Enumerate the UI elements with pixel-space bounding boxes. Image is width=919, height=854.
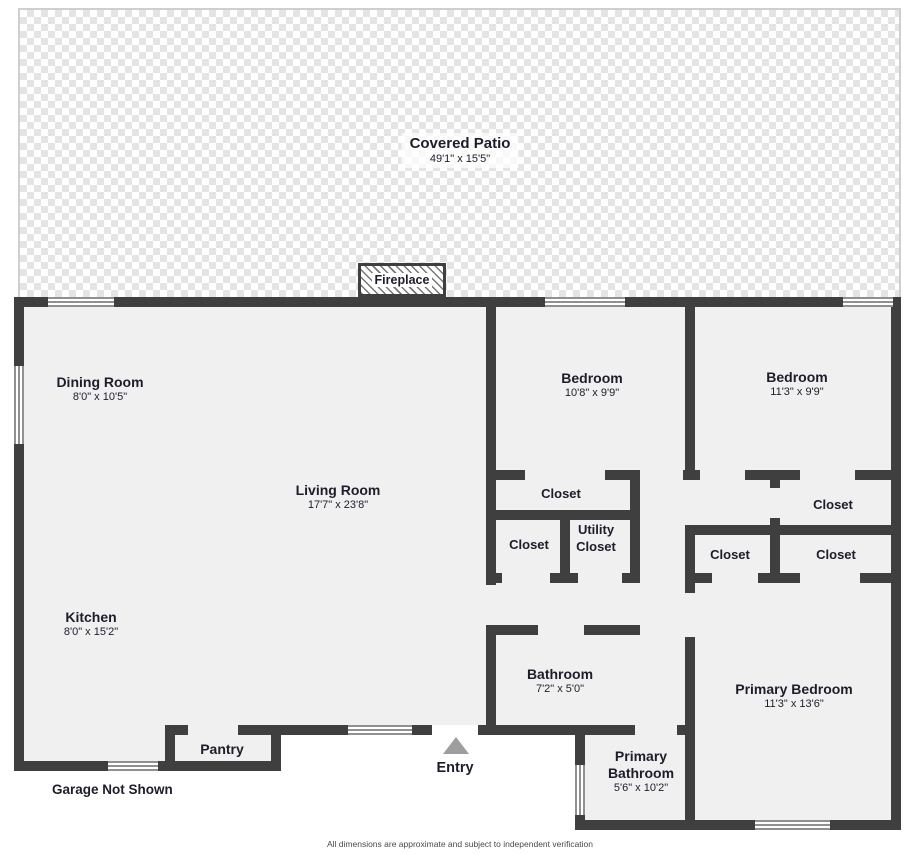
entry-label: Entry: [436, 760, 474, 776]
room-label-bedroom-2: Bedroom 11'3" x 9'9": [766, 369, 827, 399]
wall-segment: [560, 510, 570, 583]
room-label-primary-bathroom: Primary Bathroom 5'6" x 10'2": [601, 748, 681, 795]
entry-arrow-icon: [443, 737, 469, 754]
window: [14, 366, 24, 444]
room-name: Primary Bathroom: [607, 748, 675, 781]
wall-segment: [271, 725, 281, 771]
wall-segment: [630, 470, 640, 583]
wall-segment: [685, 573, 901, 583]
fireplace: Fireplace: [358, 263, 446, 297]
window: [843, 297, 893, 307]
room-dims: 5'6" x 10'2": [613, 782, 669, 794]
room-label-kitchen: Kitchen 8'0" x 15'2": [64, 609, 118, 639]
wall-segment: [685, 297, 695, 480]
wall-segment: [891, 297, 901, 830]
floor-fill: [14, 297, 496, 735]
door-opening: [800, 470, 855, 480]
room-label-bathroom: Bathroom 7'2" x 5'0": [527, 666, 593, 696]
door-opening: [486, 585, 496, 625]
window: [48, 297, 114, 307]
floor-fill: [685, 573, 901, 830]
window: [575, 765, 585, 815]
room-name: Bedroom: [766, 369, 828, 385]
room-label-living-room: Living Room 17'7" x 23'8": [296, 482, 381, 512]
room-name: Primary Bedroom: [735, 681, 853, 697]
wall-segment: [165, 725, 175, 771]
wall-segment: [14, 297, 24, 771]
room-dims: 7'2" x 5'0": [535, 682, 585, 695]
room-name: Covered Patio: [409, 135, 511, 152]
door-opening: [685, 593, 695, 637]
door-opening: [538, 625, 584, 635]
room-dims: 8'0" x 10'5": [72, 390, 128, 403]
window: [545, 297, 625, 307]
window: [348, 725, 412, 735]
room-label-primary-bedroom: Primary Bedroom 11'3" x 13'6": [735, 681, 852, 711]
wall-segment: [271, 725, 695, 735]
room-label-covered-patio: Covered Patio 49'1" x 15'5": [401, 133, 519, 169]
door-opening: [188, 725, 238, 735]
wall-segment: [14, 297, 901, 307]
room-label-utility-closet: Utility Closet: [576, 522, 616, 554]
door-opening: [712, 573, 758, 583]
room-label-closet-hall: Closet: [509, 537, 549, 552]
wall-segment: [486, 470, 901, 480]
wall-segment: [685, 525, 901, 535]
fireplace-label: Fireplace: [371, 273, 433, 287]
room-label-closet-primary-right: Closet: [816, 547, 856, 562]
door-opening: [700, 470, 745, 480]
room-label-closet-bedroom2: Closet: [813, 497, 853, 512]
room-label-dining-room: Dining Room 8'0" x 10'5": [56, 374, 143, 404]
garage-note: Garage Not Shown: [52, 782, 173, 797]
floor-fill: [486, 583, 695, 735]
room-name: Dining Room: [56, 374, 144, 390]
wall-segment: [685, 525, 695, 830]
room-name: Living Room: [295, 482, 381, 498]
room-name: Bedroom: [561, 370, 623, 386]
room-dims: 49'1" x 15'5": [429, 153, 491, 165]
door-opening: [640, 470, 683, 480]
room-label-pantry: Pantry: [200, 741, 244, 757]
floor-fill: [575, 725, 695, 830]
door-opening: [635, 725, 677, 735]
room-label-bedroom-1: Bedroom 10'8" x 9'9": [561, 370, 622, 400]
wall-segment: [486, 510, 640, 520]
room-dims: 17'7" x 23'8": [307, 498, 369, 511]
room-dims: 11'3" x 13'6": [764, 697, 824, 710]
room-dims: 8'0" x 15'2": [63, 625, 119, 638]
door-opening: [578, 573, 622, 583]
door-opening: [502, 573, 550, 583]
disclaimer-text: All dimensions are approximate and subje…: [326, 839, 594, 849]
door-opening: [525, 470, 605, 480]
window: [755, 820, 830, 830]
door-opening: [770, 488, 780, 518]
room-name: Kitchen: [65, 609, 117, 625]
window: [108, 761, 158, 771]
wall-segment: [486, 573, 640, 583]
room-label-closet-primary-left: Closet: [710, 547, 750, 562]
room-dims: 11'3" x 9'9": [770, 385, 824, 398]
room-dims: 10'8" x 9'9": [564, 386, 620, 399]
room-label-closet-bedroom1: Closet: [541, 486, 581, 501]
wall-segment: [575, 820, 901, 830]
entry-door-opening: [432, 725, 478, 735]
room-name: Bathroom: [526, 666, 594, 682]
door-opening: [800, 573, 860, 583]
